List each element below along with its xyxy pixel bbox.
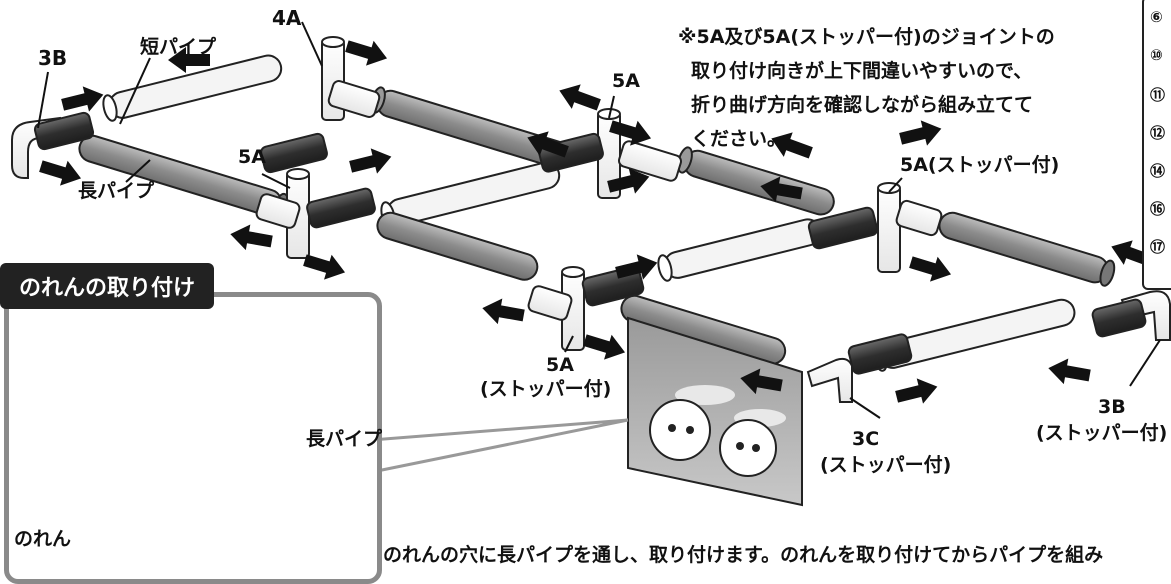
direction-arrow <box>482 298 525 325</box>
direction-arrow <box>607 168 650 194</box>
step-number-panel: ⑥ ⑩ ⑪ ⑫ ⑭ ⑯ ⑰ <box>1142 0 1171 290</box>
pipe-mid-right <box>657 218 822 282</box>
joint-5a-left <box>255 168 376 259</box>
pipe-far-right <box>938 211 1116 287</box>
step-number: ⑭ <box>1150 162 1166 180</box>
label-5a-left: 5A <box>238 146 266 168</box>
label-long-pipe: 長パイプ <box>78 180 155 202</box>
label-3b-right: 3B <box>1098 396 1126 418</box>
direction-arrow <box>909 256 952 282</box>
short-pipe <box>102 54 283 122</box>
direction-arrow <box>615 254 658 280</box>
step-number: ⑩ <box>1150 46 1163 64</box>
note-line-4: ください。 <box>691 128 787 150</box>
label-3c: 3C <box>852 428 880 450</box>
label-5a-stopper-right: 5A(ストッパー付) <box>900 154 1060 176</box>
direction-arrow <box>740 368 783 395</box>
noren-curtain <box>627 316 803 507</box>
direction-arrow <box>349 148 392 174</box>
step-number: ⑪ <box>1150 86 1166 104</box>
direction-arrow <box>583 334 626 360</box>
label-5a-top: 5A <box>612 70 640 92</box>
step-number: ⑫ <box>1150 124 1166 142</box>
joint-3b <box>11 111 95 179</box>
step-number: ⑰ <box>1150 238 1166 256</box>
joint-5a-stopper-right <box>807 182 943 273</box>
joint-4a <box>260 36 381 174</box>
direction-arrow <box>168 47 210 73</box>
direction-arrow <box>61 86 104 112</box>
label-3c-stopper: (ストッパー付) <box>820 454 952 476</box>
joint-5a-top <box>538 108 682 199</box>
note-line-3: 折り曲げ方向を確認しながら組み立てて <box>691 94 1034 116</box>
joint-3c <box>806 333 913 403</box>
step-number: ⑥ <box>1150 8 1163 26</box>
direction-arrow <box>559 84 601 111</box>
direction-arrow <box>345 40 388 66</box>
direction-arrow <box>899 120 942 146</box>
direction-arrow <box>303 254 346 280</box>
label-4a: 4A <box>272 6 302 30</box>
note-line-1: ※5A及び5A(ストッパー付)のジョイントの <box>678 26 1055 48</box>
direction-arrow <box>895 378 938 404</box>
direction-arrow <box>527 131 569 158</box>
caption: のれんの穴に長パイプを通し、取り付けます。のれんを取り付けてからパイプを組み <box>383 544 1104 566</box>
direction-arrow <box>1048 358 1091 385</box>
step-number: ⑯ <box>1150 200 1166 218</box>
direction-arrow <box>39 160 82 186</box>
label-5a-bottom: 5A <box>546 354 574 376</box>
inset-label-noren: のれん <box>14 528 72 550</box>
direction-arrow <box>230 224 273 251</box>
joint-3b-right <box>1091 290 1171 341</box>
direction-arrow <box>771 132 813 159</box>
direction-arrows <box>39 40 1153 404</box>
inset-title: のれんの取り付け <box>0 263 214 309</box>
leader-lines <box>37 21 1161 537</box>
label-5a-bottom-stopper: (ストッパー付) <box>480 378 612 400</box>
label-3b-right-stopper: (ストッパー付) <box>1036 422 1168 444</box>
label-short-pipe: 短パイプ <box>140 36 217 58</box>
direction-arrow <box>609 120 652 146</box>
pipe-top-right <box>677 146 835 216</box>
note-line-2: 取り付け向きが上下間違いやすいので、 <box>691 60 1033 82</box>
inset-label-long-pipe: 長パイプ <box>306 428 383 450</box>
label-3b: 3B <box>38 46 68 70</box>
joint-5a-bottom <box>527 265 645 351</box>
pipe-center-diag <box>376 211 539 281</box>
joints <box>11 36 1171 403</box>
direction-arrow <box>760 176 803 203</box>
